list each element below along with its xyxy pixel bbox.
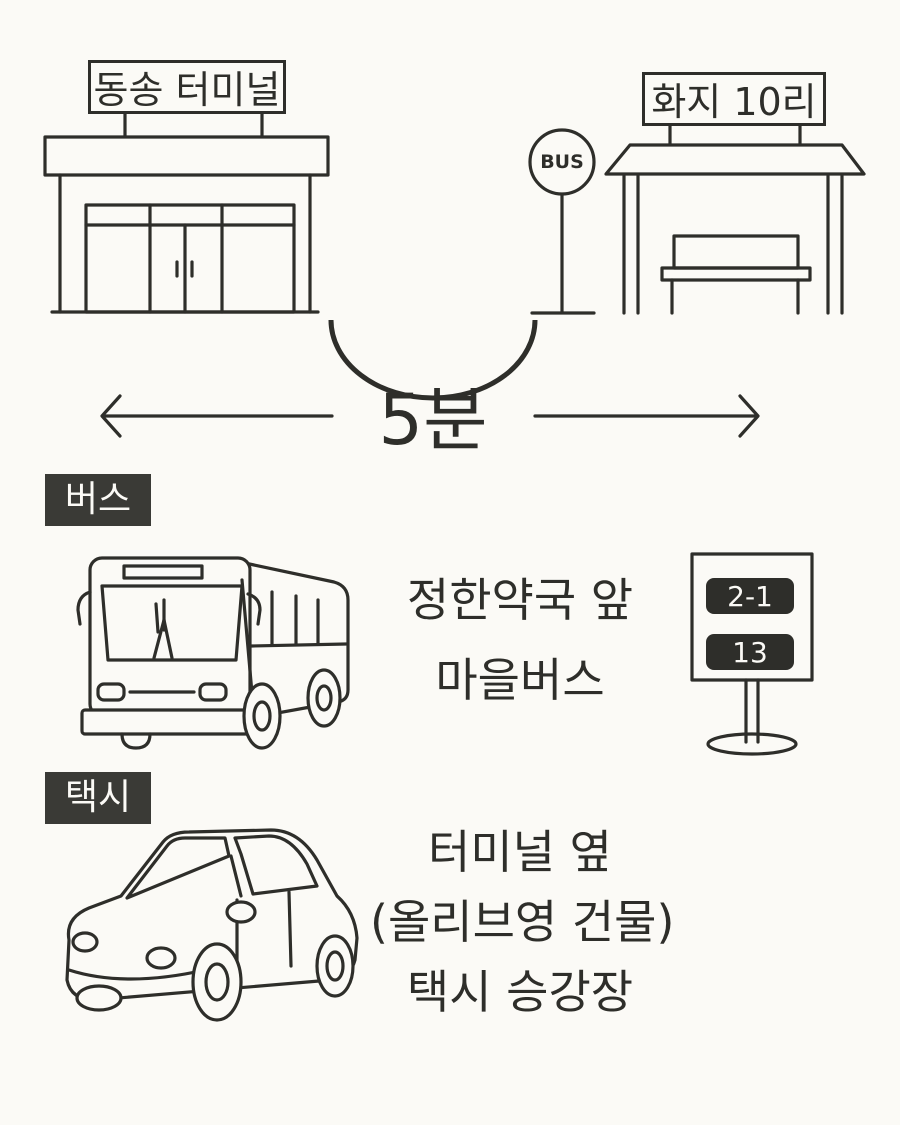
taxi-caption-line-1: 터미널 옆 <box>428 825 612 879</box>
duration-label: 5분 <box>378 379 488 461</box>
bus-route-13: 13 <box>706 634 794 670</box>
taxi-caption-line-3: 택시 승강장 <box>406 965 634 1019</box>
terminal-building-illustration <box>43 110 866 315</box>
bus-route-2-1: 2-1 <box>706 578 794 614</box>
bus-tag: 버스 <box>45 474 151 526</box>
taxi-caption-line-2: (올리브영 건물) <box>370 895 675 949</box>
bus-stop-sign-label: BUS <box>540 151 584 173</box>
bus-caption-line-1: 정한약국 앞 <box>406 573 634 627</box>
taxi-car-illustration <box>65 828 359 1022</box>
taxi-tag: 택시 <box>45 772 151 824</box>
terminal-sign: 동송 터미널 <box>88 60 286 114</box>
duration-arrow <box>100 320 760 438</box>
destination-sign: 화지 10리 <box>642 72 826 126</box>
bus-caption-line-2: 마을버스 <box>435 653 605 707</box>
bus-illustration <box>76 556 350 750</box>
